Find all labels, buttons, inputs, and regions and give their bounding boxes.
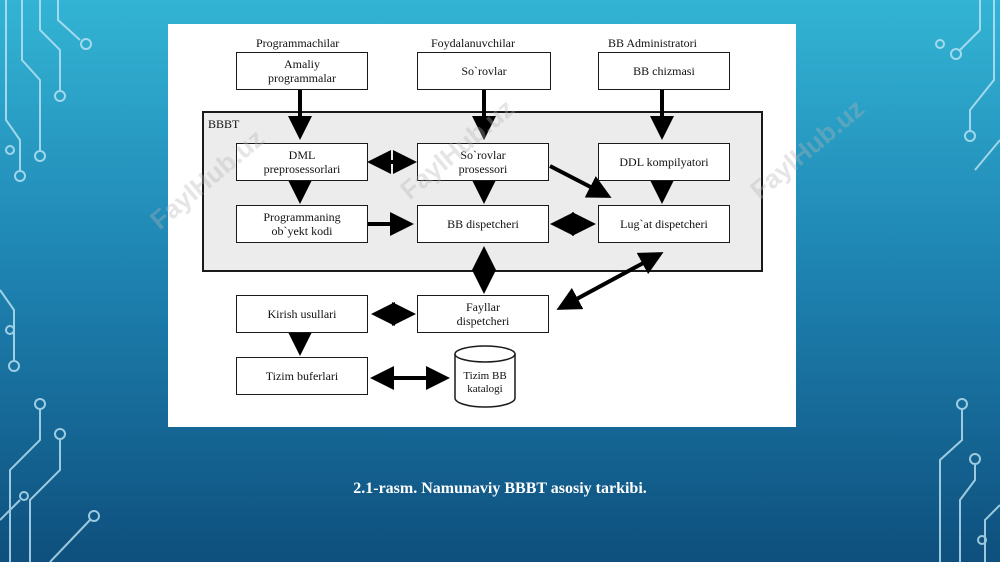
box-dml-preprocessors: DML preprosessorlari xyxy=(236,143,368,181)
box-ddl-compiler: DDL kompilyatori xyxy=(598,143,730,181)
box-dict-dispatcher: Lug`at dispetcheri xyxy=(598,205,730,243)
database-cylinder-icon xyxy=(454,345,516,408)
group-label-users: Foydalanuvchilar xyxy=(431,36,515,50)
box-object-code: Programmaning ob`yekt kodi xyxy=(236,205,368,243)
box-app-programs: Amaliy programmalar xyxy=(236,52,368,90)
box-db-schema: BB chizmasi xyxy=(598,52,730,90)
diagram-panel: BBBT Programmachilar Foydalanuvchilar BB… xyxy=(144,24,870,427)
box-access-methods: Kirish usullari xyxy=(236,295,368,333)
box-file-dispatcher: Fayllar dispetcheri xyxy=(417,295,549,333)
group-label-programmers: Programmachilar xyxy=(256,36,340,50)
group-label-admins: BB Administratori xyxy=(608,36,698,50)
box-query-processor: So`rovlar prosessori xyxy=(417,143,549,181)
box-queries: So`rovlar xyxy=(417,52,551,90)
box-system-buffers: Tizim buferlari xyxy=(236,357,368,395)
box-db-dispatcher: BB dispetcheri xyxy=(417,205,549,243)
bbbt-region-label: BBBT xyxy=(208,117,240,131)
diagram-arrows xyxy=(288,90,674,390)
arrow-processor-to-dict xyxy=(549,164,612,198)
figure-caption: 2.1-rasm. Namunaviy BBBT asosiy tarkibi. xyxy=(353,480,647,497)
arrow-dict-filedisp xyxy=(556,252,664,310)
box-system-catalog: Tizim BB katalogi xyxy=(463,370,507,395)
